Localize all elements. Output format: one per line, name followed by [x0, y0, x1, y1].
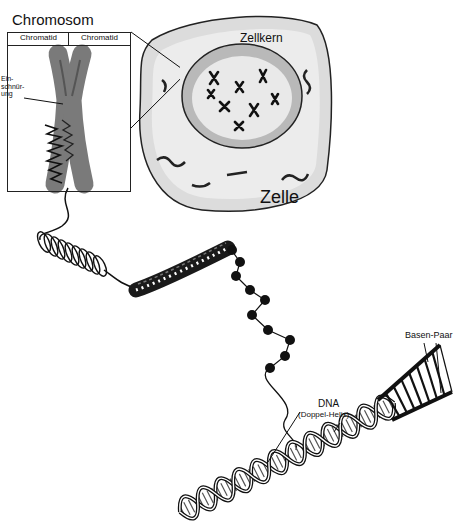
chromosome-drawing: [62, 120, 73, 161]
double-helix: [175, 392, 400, 522]
chromatin-fibre: [227, 245, 295, 373]
cell-shading: [152, 29, 320, 199]
chromatin-fibre: [35, 188, 297, 450]
zoom-line: [131, 79, 180, 128]
leader-lines: [334, 423, 340, 432]
nucleus-shape: Zellkern: [180, 32, 305, 150]
base-pair-ladder: [386, 393, 400, 416]
part-label: Ein- schnür- ung: [1, 75, 27, 98]
chromosome-marks: [208, 70, 278, 130]
nucleus-outline: [182, 44, 302, 148]
chromosome-drawing: [24, 54, 84, 184]
chromatin-fibre: [280, 351, 290, 361]
column-label: Chromatid: [8, 34, 69, 43]
leader-lines: [436, 343, 441, 393]
base-pair-ladder: [432, 352, 444, 396]
chromatin-fibre: [230, 248, 290, 368]
chromatin-fibre: [138, 243, 226, 284]
double-helix: [175, 392, 400, 522]
zoom-line: [131, 32, 180, 67]
nucleus-shape: [180, 32, 305, 150]
chromatid-cell: Chromatid: [8, 33, 69, 46]
chromatin-fibre: [260, 295, 270, 305]
chromosome-drawing: [60, 60, 80, 96]
chromatin-fibre: [231, 271, 241, 281]
chromatin-fibre: [263, 325, 273, 335]
nucleus-label: Zellkern: [240, 32, 283, 45]
part-label: Basen-Paar: [405, 331, 453, 341]
chromatin-fibre: [136, 248, 228, 290]
double-helix: [175, 392, 400, 522]
chromatin-fibre: [91, 254, 109, 278]
cell-label: Zelle: [260, 188, 299, 208]
leader-line: [24, 98, 63, 104]
chromatin-fibre: [245, 285, 255, 295]
chromatin-fibre: [265, 368, 296, 450]
leader-lines: [268, 343, 441, 462]
base-pair-ladder: [386, 352, 445, 417]
heading-label: Chromosom: [12, 12, 94, 29]
column-label: Chromatid: [69, 34, 130, 43]
chromosome-drawing: [45, 125, 62, 183]
cell-outline: [140, 17, 332, 212]
double-helix: [175, 392, 400, 522]
chromatin-fibre: [136, 248, 228, 290]
chromatid-cell: Chromatid: [69, 33, 130, 46]
chromatin-fibre: [227, 245, 237, 255]
leader-lines: [268, 412, 300, 462]
chromatin-fibre: [247, 310, 257, 320]
double-helix: [175, 392, 400, 522]
chromatin-fibre: [285, 335, 295, 345]
chromatin-fibre: [235, 257, 245, 267]
base-pair-ladder: [378, 345, 452, 420]
part-label: DNA: [318, 398, 339, 409]
cell-shape: Zelle Zellkern: [132, 10, 337, 215]
chromatin-fibre: [83, 250, 102, 276]
part-label: (Doppel-Helix): [298, 411, 349, 420]
chromatin-fibre: [35, 230, 109, 278]
chromosome-box: ChromosomChromatidChromatid: [7, 32, 131, 192]
nucleus-inner: [192, 56, 292, 140]
chromatin-fibre: [40, 188, 69, 240]
leader-lines: [424, 343, 428, 362]
